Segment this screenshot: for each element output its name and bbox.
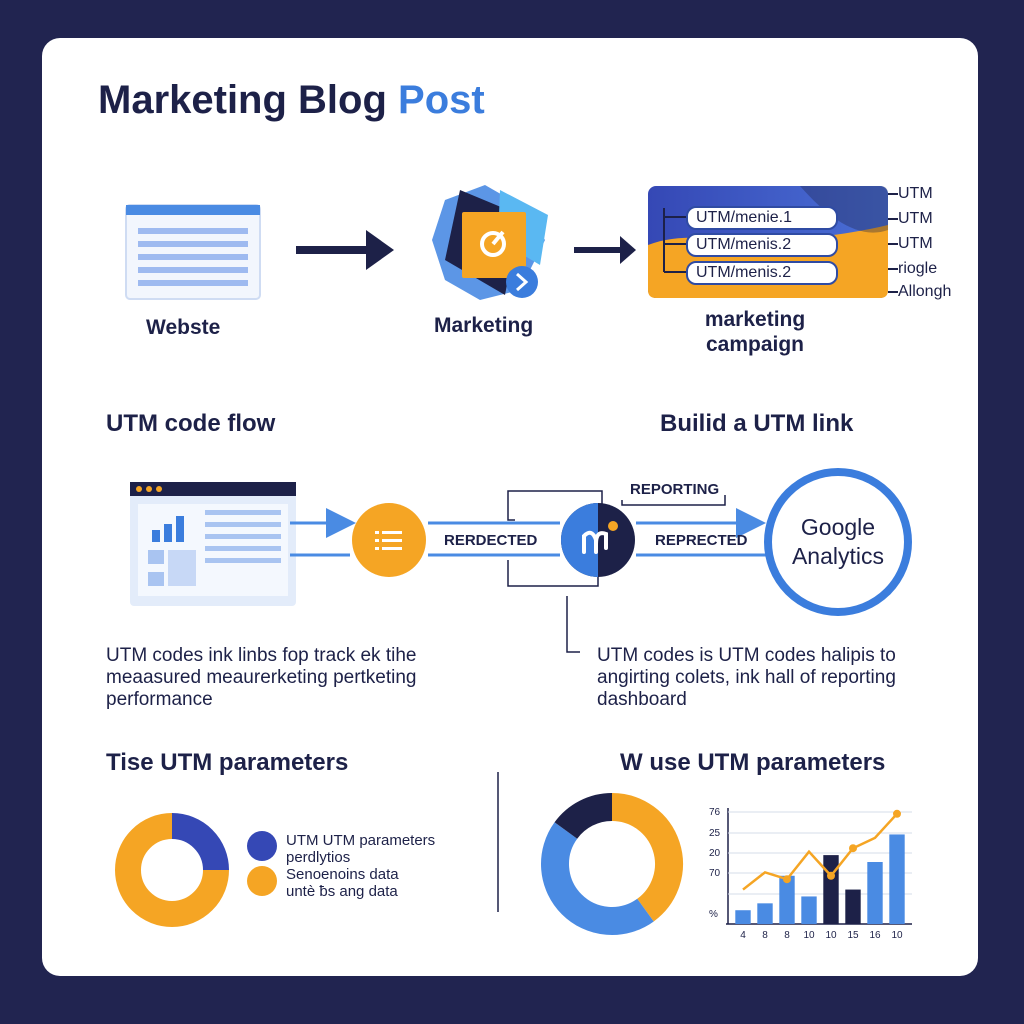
legend-text: perdlytios	[286, 849, 351, 866]
google-analytics-label: Google Analytics	[778, 513, 898, 571]
description-line: performance	[106, 689, 213, 710]
line-point	[783, 875, 791, 884]
description-line: UTM codes is UTM codes halipis to	[597, 645, 896, 666]
y-tick-label: 76	[709, 807, 721, 818]
campaign-label-2: campaign	[705, 333, 805, 356]
legend-item-2: Senoenoins data untè ƀs ang data	[286, 866, 399, 900]
donut-slice-0	[611, 793, 683, 922]
browser-window-icon	[130, 482, 296, 606]
heading-utm-flow: UTM code flow	[106, 410, 276, 437]
flow-label-reprected: REPRECTED	[655, 532, 748, 549]
y-tick-label: %	[709, 909, 718, 920]
line-point	[893, 809, 901, 818]
arrow-right-icon	[574, 236, 636, 264]
x-tick-label: 10	[825, 930, 837, 941]
bar	[889, 834, 905, 924]
website-label: Webste	[146, 316, 221, 339]
campaign-side-label: UTM	[898, 210, 933, 227]
x-tick-label: 16	[869, 930, 881, 941]
legend-text: untè ƀs ang data	[286, 883, 398, 900]
bar	[801, 896, 817, 924]
campaign-pill: UTM/menis.2	[686, 233, 838, 257]
bar	[735, 910, 751, 924]
bar	[845, 889, 861, 924]
ga-line-1: Google	[800, 514, 876, 540]
x-tick-label: 10	[803, 930, 815, 941]
page-title: Marketing Blog Post	[98, 78, 485, 122]
legend-text: UTM UTM parameters	[286, 832, 436, 849]
legend-item-1: UTM UTM parameters perdlytios	[286, 832, 435, 866]
campaign-side-label: Allongh	[898, 283, 952, 300]
y-tick-label: 70	[709, 868, 721, 879]
flow-label-reporting: REPORTING	[630, 481, 720, 498]
x-tick-label: 8	[762, 930, 768, 941]
campaign-pill: UTM/menis.2	[686, 261, 838, 285]
description-line: dashboard	[597, 689, 687, 710]
campaign-side-label: UTM	[898, 235, 933, 252]
heading-w-use-params: W use UTM parameters	[620, 749, 886, 776]
campaign-label-1: marketing	[704, 308, 806, 331]
utm-logo-icon	[561, 503, 635, 577]
website-icon	[125, 204, 261, 300]
arrow-right-icon	[296, 230, 394, 270]
campaign-side-label: UTM	[898, 185, 933, 202]
legend-text: Senoenoins data	[286, 866, 399, 883]
x-tick-label: 8	[784, 930, 790, 941]
donut-slice-0	[171, 813, 229, 871]
y-tick-label: 20	[709, 848, 721, 859]
bar	[823, 855, 839, 924]
heading-tise-params: Tise UTM parameters	[106, 749, 349, 776]
bar	[779, 875, 795, 924]
x-tick-label: 10	[891, 930, 903, 941]
description-left: UTM codes ink linbs fop track ek tihe me…	[106, 645, 486, 711]
donut-slice-2	[554, 793, 613, 840]
trend-line	[742, 812, 898, 891]
ga-line-2: Analytics	[791, 543, 885, 569]
campaign-side-label: riogle	[898, 260, 938, 277]
line-point	[827, 871, 835, 880]
description-line: angirting colets, ink hall of reporting	[597, 667, 896, 688]
donut-slice-1	[541, 822, 654, 935]
heading-build-link: Builid a UTM link	[660, 410, 854, 437]
checklist-icon	[352, 503, 426, 577]
x-tick-label: 4	[740, 930, 746, 941]
description-right: UTM codes is UTM codes halipis to angirt…	[597, 645, 957, 711]
x-tick-label: 15	[847, 930, 859, 941]
analytics-circle	[764, 468, 912, 616]
bar	[757, 903, 773, 924]
y-tick-label: 25	[709, 828, 721, 839]
description-line: UTM codes ink linbs fop track ek tihe	[106, 645, 417, 666]
flow-label-redirected: RERDECTED	[444, 532, 538, 549]
marketing-logo-icon	[432, 185, 548, 300]
campaign-pill: UTM/menie.1	[686, 206, 838, 230]
legend-dot-orange	[247, 866, 277, 896]
line-point	[849, 844, 857, 853]
donut-slice-1	[115, 813, 229, 927]
flow-lines	[290, 508, 770, 557]
legend-dot-blue	[247, 831, 277, 861]
marketing-label: Marketing	[434, 314, 534, 337]
bar	[867, 862, 883, 924]
description-line: meaasured meaurerketing pertketing	[106, 667, 417, 688]
